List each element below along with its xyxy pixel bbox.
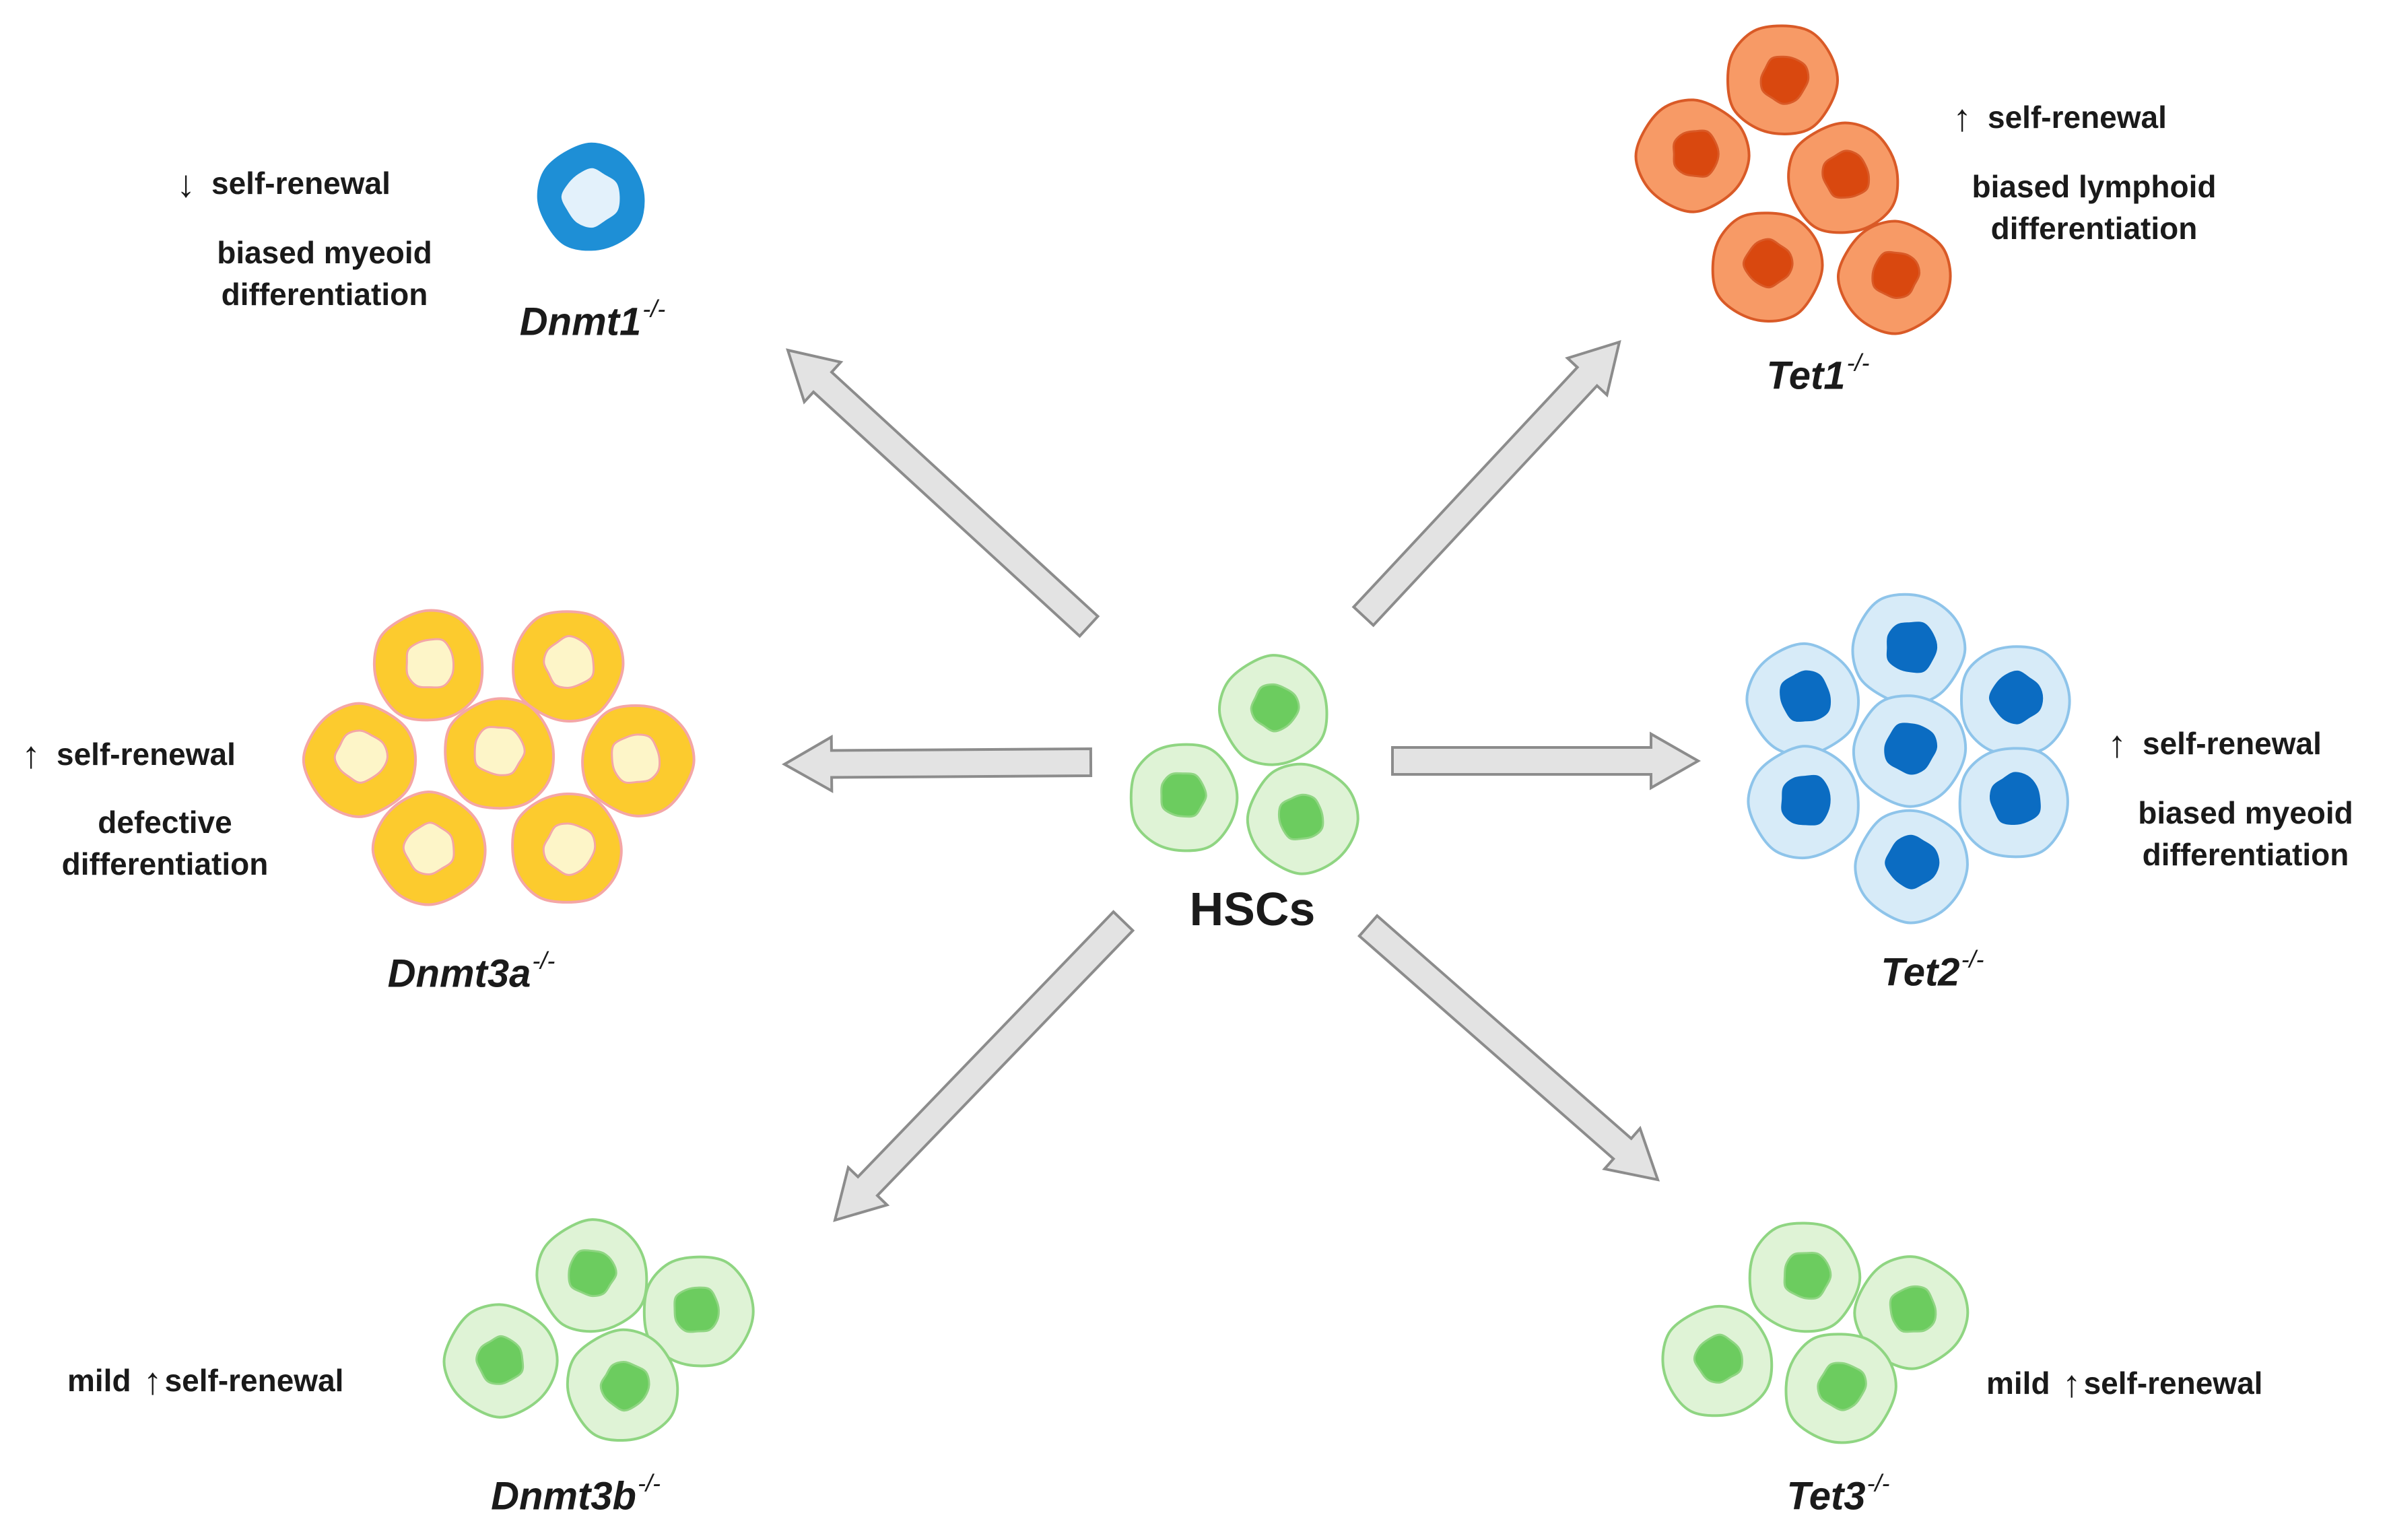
cells-layer: [302, 24, 2071, 1444]
dnmt3a-cell: [581, 704, 696, 817]
arrow-to-dnmt3b: [833, 910, 1135, 1222]
tet3-gene-label: Tet3-/-: [1786, 1469, 1889, 1518]
dnmt1-effect-1: self-renewal: [211, 166, 391, 201]
dnmt1-effect-2-line-1: biased myeoid: [217, 235, 432, 270]
dnmt3b-cell: [642, 1255, 755, 1368]
dnmt3a-effect-2-line-2: differentiation: [61, 846, 269, 881]
tet1-effect-1: self-renewal: [1988, 100, 2167, 135]
tet2-cell: [1745, 642, 1860, 757]
dnmt3b-cell: [566, 1328, 679, 1442]
tet3-cell: [1853, 1255, 1970, 1370]
tet2-gene-name: Tet2: [1881, 950, 1960, 995]
dnmt3b-gene-label: Dnmt3b-/-: [491, 1469, 661, 1518]
dnmt1-differentiation: biased myeoid differentiation: [217, 232, 432, 315]
dnmt3a-gene-name: Dnmt3a: [387, 951, 531, 996]
tet1-cell: [1836, 220, 1952, 335]
arrow-to-tet1: [1351, 340, 1621, 628]
tet1-gene-name: Tet1: [1766, 354, 1846, 398]
dnmt1-cell: [537, 142, 645, 251]
up-arrow-icon: ↑: [2108, 723, 2126, 765]
dnmt3a-cell: [511, 792, 623, 904]
arrow-to-tet2: [1391, 731, 1702, 791]
arrow-to-dnmt1: [786, 348, 1100, 638]
tet2-gene-label: Tet2-/-: [1881, 945, 1984, 995]
tet3-cell: [1748, 1221, 1862, 1333]
tet2-cell: [1959, 645, 2071, 756]
tet1-gene-label: Tet1-/-: [1766, 349, 1869, 398]
tet1-effect-2-line-1: biased lymphoid: [1972, 169, 2217, 204]
arrows-layer: [781, 340, 1702, 1222]
up-arrow-icon: ↑: [22, 733, 40, 776]
tet2-cell: [1852, 694, 1967, 808]
tet1-effect-2-line-2: differentiation: [1990, 211, 2198, 246]
dnmt3a-self-renewal: ↑ self-renewal: [22, 733, 236, 776]
tet3-gene-name: Tet3: [1786, 1474, 1866, 1518]
dnmt3a-genotype: -/-: [532, 947, 556, 974]
dnmt3b-genotype: -/-: [637, 1469, 661, 1497]
dnmt3b-cell: [442, 1303, 559, 1419]
dnmt1-gene-name: Dnmt1: [519, 300, 642, 344]
tet1-cell: [1787, 121, 1899, 234]
tet1-differentiation: biased lymphoid differentiation: [1972, 166, 2217, 249]
up-arrow-icon: ↑: [143, 1360, 162, 1402]
dnmt1-effect-2-line-2: differentiation: [221, 277, 428, 312]
tet2-self-renewal: ↑ self-renewal: [2108, 722, 2322, 766]
dnmt3a-differentiation: defective differentiation: [62, 801, 269, 885]
dnmt1-self-renewal: ↓ self-renewal: [176, 162, 391, 205]
hscs-label: HSCs: [1189, 883, 1316, 935]
tet1-cell: [1726, 24, 1840, 135]
hsc-cell: [1129, 743, 1239, 852]
dnmt3b-effect-1: self-renewal: [164, 1363, 344, 1398]
tet3-cell: [1661, 1304, 1774, 1417]
tet3-prefix: mild: [1986, 1366, 2050, 1401]
dnmt3a-cell: [371, 790, 487, 906]
up-arrow-icon: ↑: [2062, 1362, 2081, 1405]
dnmt3a-cell: [302, 702, 417, 818]
tet3-self-renewal: mild ↑self-renewal: [1986, 1362, 2262, 1405]
tet2-effect-1: self-renewal: [2143, 726, 2322, 761]
dnmt3a-cell: [444, 697, 556, 810]
arrow-to-dnmt3a: [781, 735, 1093, 793]
dnmt3a-gene-label: Dnmt3a-/-: [387, 947, 556, 996]
hsc-cell: [1217, 654, 1328, 766]
arrow-to-tet3: [1357, 914, 1660, 1182]
tet1-genotype: -/-: [1846, 349, 1870, 376]
tet2-cell: [1958, 747, 2069, 859]
tet3-cell: [1784, 1333, 1897, 1444]
tet1-self-renewal: ↑ self-renewal: [1953, 96, 2167, 139]
tet1-cell: [1634, 98, 1751, 213]
tet3-genotype: -/-: [1866, 1469, 1890, 1497]
up-arrow-icon: ↑: [1953, 96, 1972, 139]
tet3-effect-1: self-renewal: [2083, 1366, 2263, 1401]
dnmt3a-cell: [512, 610, 625, 723]
tet2-differentiation: biased myeoid differentiation: [2138, 792, 2353, 875]
dnmt3a-effect-2-line-1: defective: [98, 805, 232, 840]
tet2-genotype: -/-: [1961, 945, 1984, 973]
down-arrow-icon: ↓: [176, 162, 195, 205]
tet2-effect-2-line-2: differentiation: [2142, 837, 2349, 872]
tet1-cell: [1711, 211, 1824, 323]
tet2-cell: [1747, 745, 1860, 860]
dnmt3a-effect-1: self-renewal: [57, 737, 236, 772]
dnmt3a-cell: [372, 609, 484, 722]
dnmt3b-gene-name: Dnmt3b: [491, 1474, 636, 1518]
tet2-effect-2-line-1: biased myeoid: [2138, 795, 2353, 830]
dnmt3b-self-renewal: mild ↑self-renewal: [67, 1359, 343, 1403]
dnmt1-genotype: -/-: [642, 295, 666, 323]
dnmt3b-cell: [535, 1218, 648, 1333]
tet2-cell: [1851, 593, 1967, 706]
tet2-cell: [1854, 809, 1969, 925]
dnmt3b-prefix: mild: [67, 1363, 131, 1398]
dnmt1-gene-label: Dnmt1-/-: [519, 295, 665, 344]
hsc-cell: [1246, 762, 1359, 875]
